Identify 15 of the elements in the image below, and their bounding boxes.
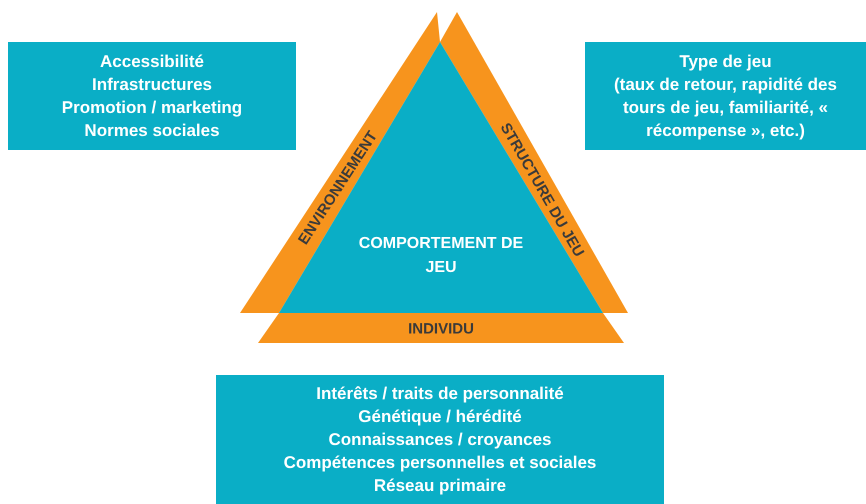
description-text: (taux de retour, rapidité des tours de jeu, familiarité, « récompense », etc.)	[613, 74, 838, 142]
factor-text: Infrastructures	[91, 74, 213, 96]
factor-text: Réseau primaire	[372, 475, 508, 497]
band-label: INDIVIDU	[408, 320, 474, 338]
info-box	[585, 42, 866, 150]
factor-text: Normes sociales	[83, 120, 221, 142]
factor-text: Intérêts / traits de personnalité	[315, 383, 565, 405]
factor-text: Connaissances / croyances	[327, 429, 552, 451]
factor-text: Promotion / marketing	[60, 97, 244, 119]
factor-text: Génétique / hérédité	[357, 406, 523, 428]
heading-text: Type de jeu	[678, 51, 773, 73]
info-box	[216, 375, 664, 504]
factor-text: Compétences personnelles et sociales	[282, 452, 598, 474]
factor-text: Accessibilité	[99, 51, 205, 73]
info-box	[8, 42, 296, 150]
